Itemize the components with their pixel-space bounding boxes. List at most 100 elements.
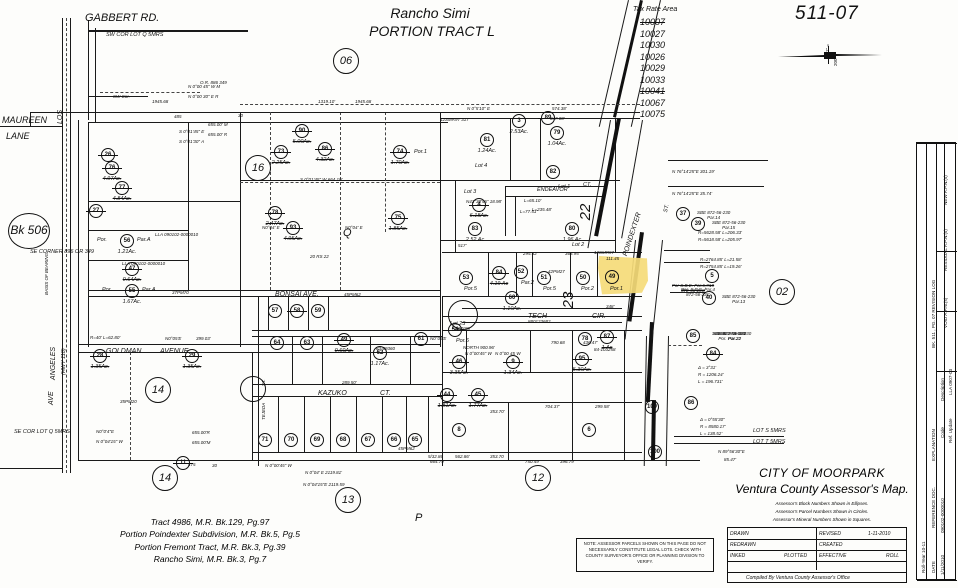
parcel-number: 47 bbox=[122, 262, 142, 276]
assessor-note-text: NOTE: ASSESSOR PARCELS SHOWN ON THIS PAG… bbox=[583, 541, 707, 565]
block-number: 12 bbox=[525, 465, 551, 491]
parcel-number: 3 bbox=[512, 114, 526, 128]
sbe-reference-parcel: Par.13 bbox=[732, 298, 746, 304]
compiled-by: Compiled By Ventura County Assessor's Of… bbox=[746, 575, 850, 581]
parcel-acreage: 5.30Ac. bbox=[572, 367, 592, 373]
bearing-dimension: L = 138.52' bbox=[700, 431, 723, 436]
block-number: 02 bbox=[769, 279, 795, 305]
city-name: CITY OF MOORPARK bbox=[759, 466, 885, 480]
revlog-subcol-code: Code bbox=[940, 427, 945, 438]
parcel-acreage: 4.32Ac. bbox=[315, 157, 335, 163]
parcel-number: 52 bbox=[514, 265, 528, 279]
bearing-dimension: 37PM70 bbox=[172, 290, 189, 295]
bearing-dimension: L = 196.731' bbox=[698, 379, 723, 384]
street-label: BONSAI AVE. bbox=[275, 291, 319, 298]
parcel-portion-suffix: Par.A bbox=[142, 287, 156, 293]
bearing-dimension: R = 8580.17' bbox=[700, 424, 726, 429]
parcel-number: 26 bbox=[98, 148, 118, 162]
parcel-acreage: 1.81Ac. bbox=[437, 403, 457, 409]
bearing-dimension: N 0°00 45" W M bbox=[188, 84, 221, 89]
block-number: 16 bbox=[245, 155, 271, 181]
street-label: ST. bbox=[261, 379, 266, 386]
bearing-dimension: 399.03' bbox=[196, 336, 211, 341]
parcel-number: 58 bbox=[287, 304, 307, 318]
parcel-number: 50 bbox=[576, 271, 590, 285]
revlog-row-description: LLA 0907-03 bbox=[948, 368, 953, 395]
street-label: CT. bbox=[380, 390, 391, 397]
revised-label: REVISED bbox=[819, 531, 841, 537]
book-label: Bk 506 bbox=[8, 213, 50, 249]
parcel-number-highlighted[interactable]: 49 bbox=[605, 270, 619, 284]
sbe-reference-parcel: Por. Par.22 bbox=[718, 335, 741, 341]
parcel-number: 9 bbox=[503, 355, 523, 369]
parcel-number: 5 bbox=[705, 269, 719, 283]
parcel-number: 60 bbox=[505, 291, 519, 305]
lot-label: Lot 4 bbox=[475, 163, 488, 169]
scale-label-bottom: 200' bbox=[833, 57, 838, 66]
parcel-number: 8 bbox=[452, 423, 466, 437]
created-label: CREATED bbox=[819, 542, 843, 548]
legend-line: Assessor's Parcel Numbers Shown in Circl… bbox=[775, 508, 869, 514]
bearing-dimension: 42PM27 bbox=[548, 269, 565, 274]
street-label: CT. bbox=[583, 182, 592, 188]
parcel-acreage: 0.60Ac. bbox=[334, 348, 354, 354]
parcel-number: 86 bbox=[315, 142, 335, 156]
revlog-col-explanation: EXPLANATION bbox=[931, 429, 936, 461]
bearing-dimension: N 0°5'10" E bbox=[467, 106, 491, 111]
block-number: Q bbox=[343, 227, 352, 239]
parcel-portion-suffix: Par.A bbox=[137, 237, 151, 243]
parcel-number: 64 bbox=[270, 336, 284, 350]
bearing-dimension: 1945.68 bbox=[152, 99, 169, 104]
parcel-acreage: 1.17Ac. bbox=[370, 361, 390, 367]
bearing-dimension: R=5628.58' L=206.33' bbox=[698, 230, 743, 235]
street-label: AVE bbox=[48, 391, 55, 405]
bearing-dimension: 880123682 bbox=[528, 319, 551, 324]
parcel-number: 4 bbox=[469, 198, 489, 212]
bearing-dimension: 289.50' bbox=[342, 380, 357, 385]
lot-label: Por.2 bbox=[581, 286, 594, 292]
parcel-acreage: 1.85Ac. bbox=[388, 226, 408, 232]
parcel-number: 82 bbox=[546, 165, 560, 179]
parcel-acreage: 4.19 Ac bbox=[489, 281, 509, 287]
lot-label: SE CORNER 896 OR 349 bbox=[30, 249, 94, 255]
parcel-acreage: 2.53Ac. bbox=[509, 129, 529, 135]
revision-log-panel: Roll-Year 10-11 DATE REFERENCE DOC. 1/11… bbox=[916, 142, 957, 581]
bearing-dimension: 396.79' bbox=[560, 459, 575, 464]
sbe-reference-parcel: Par.22 bbox=[728, 335, 742, 341]
street-label: (HWY 118) bbox=[61, 348, 67, 375]
parcel-number: 56 bbox=[120, 234, 134, 248]
bearing-dimension: 5/32.86 bbox=[428, 454, 444, 459]
parcel-number: 59 bbox=[311, 304, 325, 318]
block-number: 23 bbox=[559, 291, 577, 309]
parcel-number: 75 bbox=[388, 211, 408, 225]
bearing-dimension: 348' bbox=[606, 304, 615, 309]
bearing-dimension: R = 1206.24' bbox=[698, 372, 724, 377]
bearing-dimension: 517' bbox=[458, 243, 467, 248]
parcel-acreage: 2.47Ac. bbox=[265, 221, 285, 227]
bearing-dimension: 295.82' bbox=[523, 251, 538, 256]
drafting-title-block: DRAWN REDRAWN INKED PLOTTED REVISED 1-11… bbox=[727, 527, 907, 583]
parcel-number: 66 bbox=[387, 433, 401, 447]
sbe-reference-line: SBE 872-56-230 bbox=[718, 331, 752, 336]
parcel-acreage: 1.70Ac. bbox=[390, 160, 410, 166]
street-label: TECH bbox=[528, 313, 548, 320]
lot-label: Lot 2 bbox=[572, 242, 585, 248]
bearing-dimension: S 0°01'45" W 664.10' bbox=[300, 177, 343, 182]
parcel-number: 61 bbox=[414, 332, 428, 346]
bearing-dimension: 12SMR97 bbox=[594, 250, 615, 255]
bearing-dimension: 20 RS 22 bbox=[310, 254, 329, 259]
street-label: ANGELES bbox=[50, 346, 57, 380]
parcel-acreage: 1 Ac bbox=[601, 345, 613, 351]
parcel-acreage: 0.64Ac. bbox=[122, 277, 142, 283]
parcel-number: 49 bbox=[334, 333, 354, 347]
bearing-dimension: 84-103258 bbox=[594, 347, 616, 352]
drawn-label: DRAWN bbox=[730, 531, 749, 537]
bearing-dimension: 83-69360 bbox=[376, 346, 396, 351]
parcel-number: 87 bbox=[597, 330, 617, 344]
map-title-line2: PORTION TRACT L bbox=[369, 23, 495, 39]
bearing-dimension: N43°30'56" 18.98' bbox=[466, 199, 502, 204]
assessor-note-box: NOTE: ASSESSOR PARCELS SHOWN ON THIS PAG… bbox=[576, 538, 714, 572]
bearing-dimension: 299.58' bbox=[595, 404, 610, 409]
parcel-acreage: 2.25Ac. bbox=[271, 160, 291, 166]
